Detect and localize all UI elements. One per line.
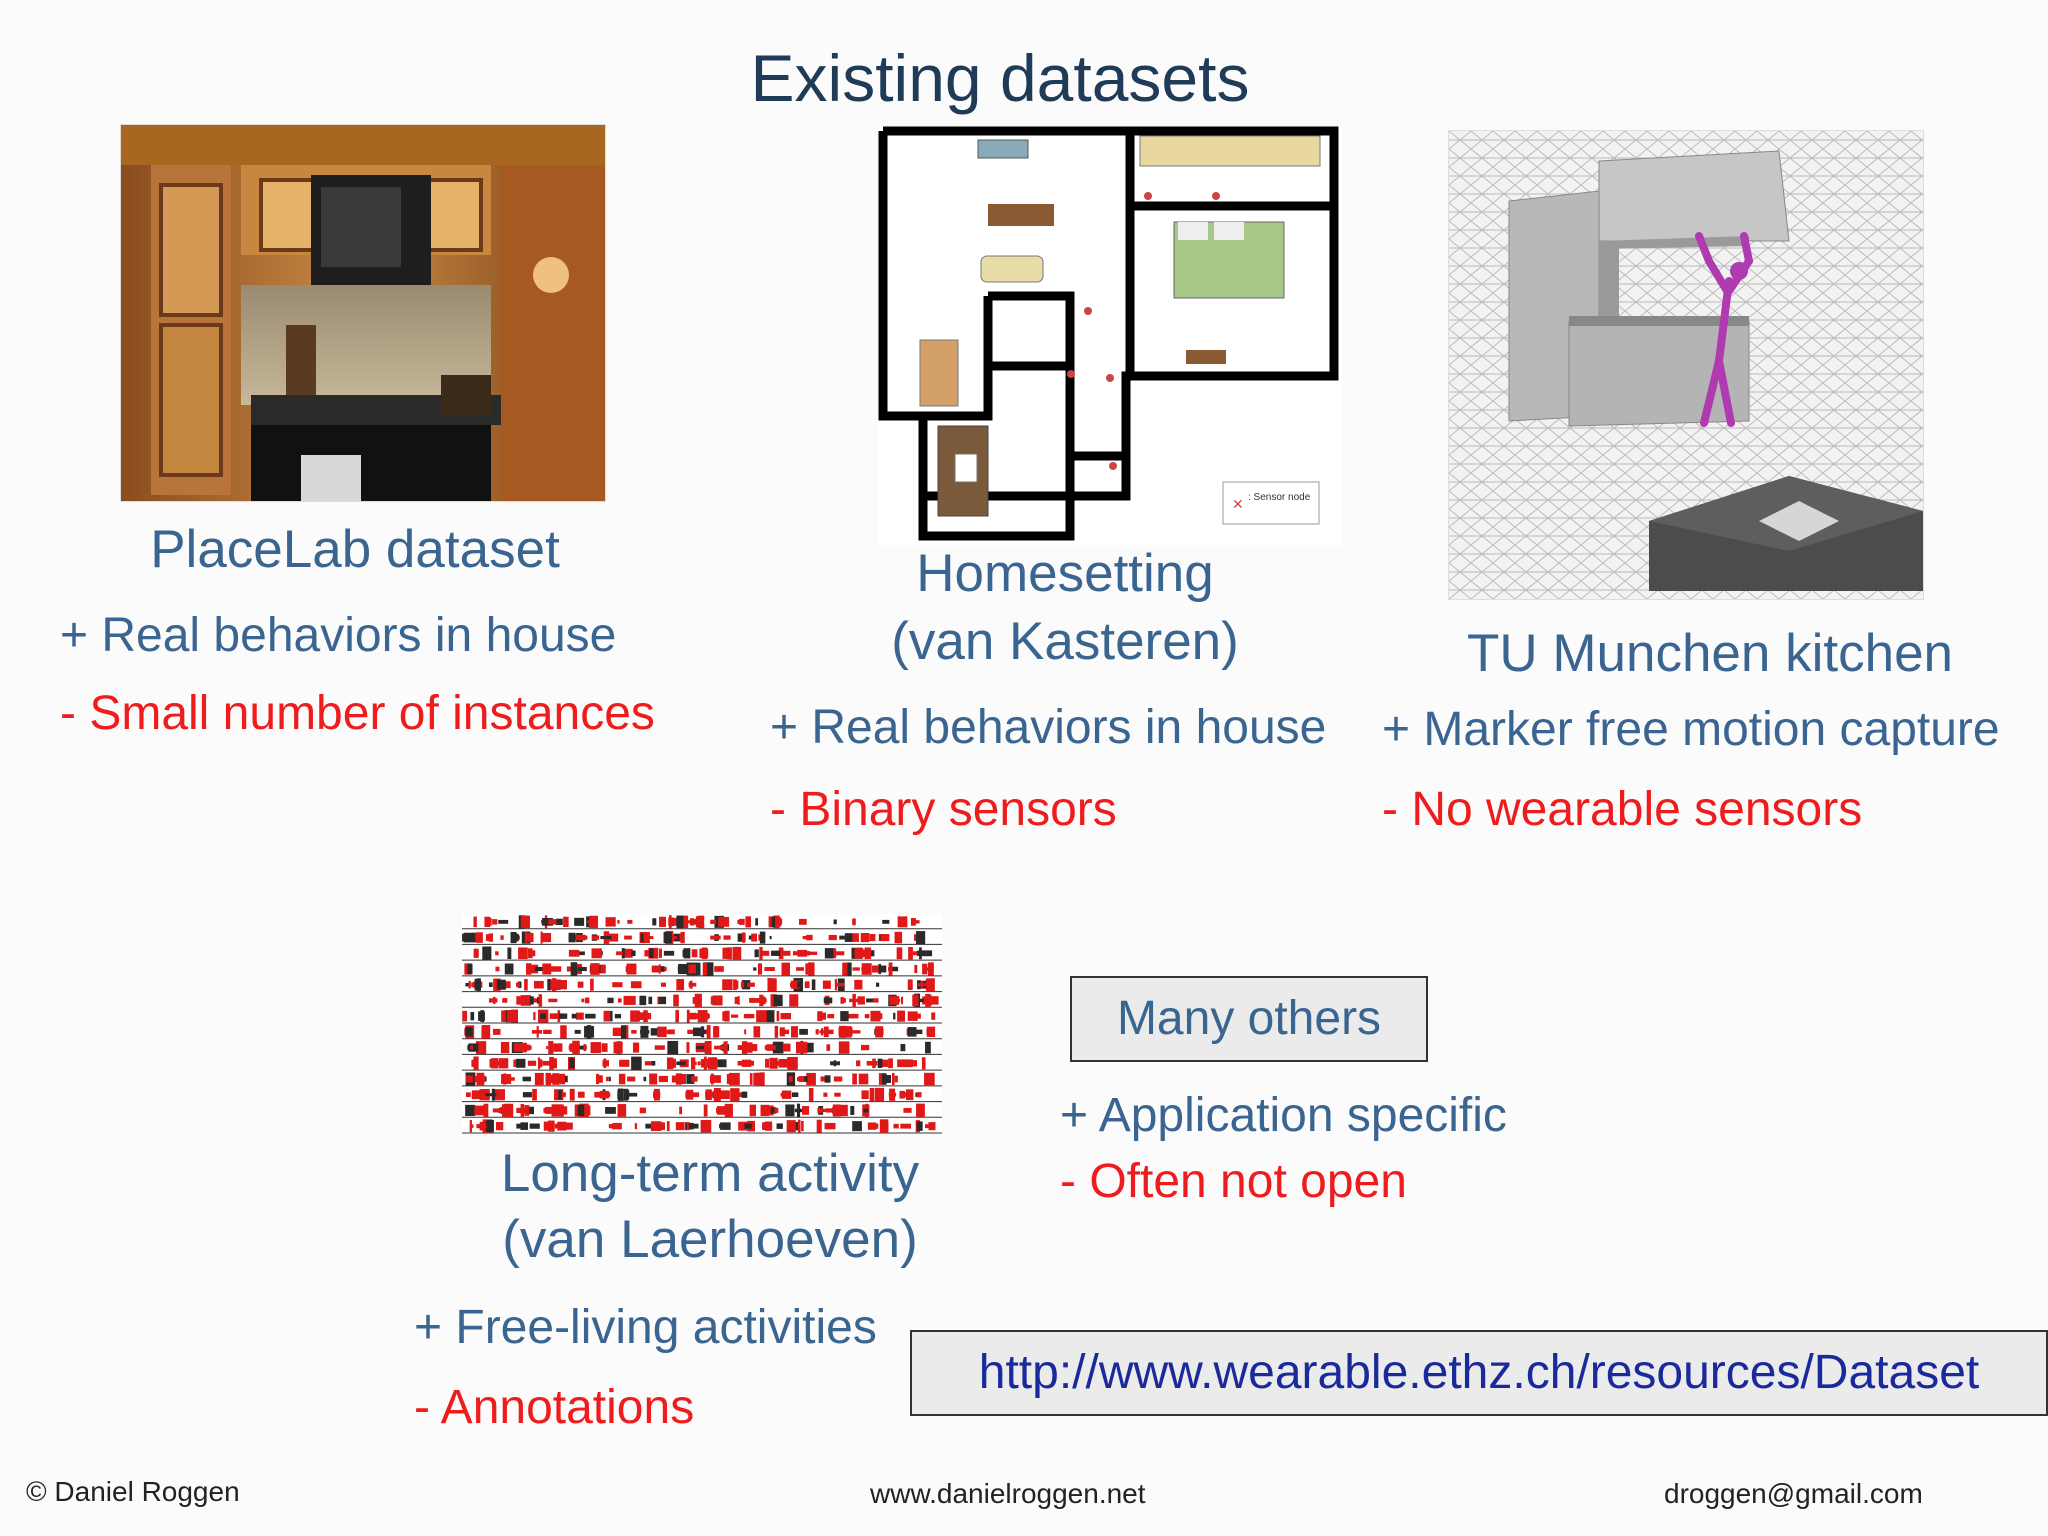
placelab-caption: PlaceLab dataset <box>150 520 560 579</box>
others-minus: - Often not open <box>1060 1155 1407 1208</box>
footer-website: www.danielroggen.net <box>870 1478 1146 1509</box>
dataset-link-box: http://www.wearable.ethz.ch/resources/Da… <box>910 1330 2048 1416</box>
homesetting-caption-line1: Homesetting <box>916 544 1214 603</box>
footer-email: droggen@gmail.com <box>1664 1478 1923 1509</box>
longterm-caption-line2: (van Laerhoeven) <box>502 1210 918 1269</box>
tum-kitchen-render <box>1448 130 1924 600</box>
placelab-kitchen-photo <box>120 124 606 502</box>
homesetting-plus: + Real behaviors in house <box>770 701 1327 754</box>
homesetting-minus: - Binary sensors <box>770 783 1117 836</box>
svg-text:✕: ✕ <box>1232 497 1244 513</box>
homesetting-floorplan: ✕ <box>878 126 1342 546</box>
tum-caption: TU Munchen kitchen <box>1466 624 1954 683</box>
longterm-activity-plot <box>462 914 942 1134</box>
slide-title: Existing datasets <box>750 41 1250 115</box>
longterm-minus: - Annotations <box>414 1381 695 1434</box>
homesetting-caption-line2: (van Kasteren) <box>891 612 1239 671</box>
tum-minus: - No wearable sensors <box>1382 783 1863 836</box>
tum-plus: + Marker free motion capture <box>1382 703 2000 756</box>
placelab-minus: - Small number of instances <box>60 687 655 740</box>
longterm-caption-line1: Long-term activity <box>500 1144 920 1203</box>
many-others-box: Many others <box>1070 976 1428 1062</box>
others-plus: + Application specific <box>1060 1089 1507 1142</box>
sensor-node-legend: : Sensor node <box>1248 492 1311 503</box>
many-others-label: Many others <box>1116 992 1382 1045</box>
footer-copyright: © Daniel Roggen <box>26 1476 240 1507</box>
dataset-link[interactable]: http://www.wearable.ethz.ch/resources/Da… <box>978 1346 1980 1399</box>
longterm-plus: + Free-living activities <box>414 1301 877 1354</box>
placelab-plus: + Real behaviors in house <box>60 609 617 662</box>
